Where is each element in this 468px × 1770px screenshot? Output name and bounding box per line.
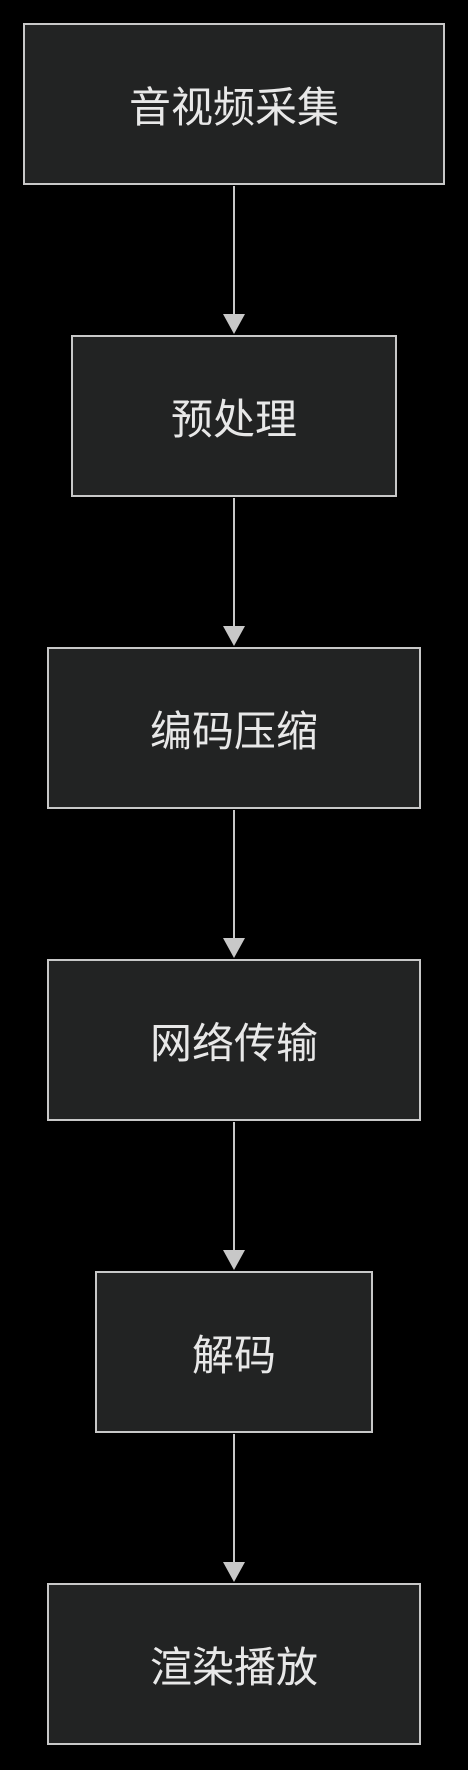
arrowhead-icon [223,938,245,958]
node-preprocess: 预处理 [71,335,397,497]
node-network: 网络传输 [47,959,421,1121]
edge-n5-n6 [223,1434,245,1582]
node-label: 解码 [191,1330,276,1380]
node-label: 预处理 [170,394,297,444]
arrowhead-icon [223,626,245,646]
edge-n4-n5 [223,1122,245,1270]
node-label: 音视频采集 [128,82,339,132]
arrowhead-icon [223,314,245,334]
node-encode: 编码压缩 [47,647,421,809]
edge-n3-n4 [223,810,245,958]
node-decode: 解码 [95,1271,373,1433]
node-label: 渲染播放 [149,1642,318,1692]
edge-n1-n2 [223,186,245,334]
node-capture: 音视频采集 [23,23,445,185]
node-label: 网络传输 [149,1018,318,1068]
edge-n2-n3 [223,498,245,646]
node-render: 渲染播放 [47,1583,421,1745]
arrowhead-icon [223,1250,245,1270]
node-label: 编码压缩 [149,706,318,756]
arrowhead-icon [223,1562,245,1582]
